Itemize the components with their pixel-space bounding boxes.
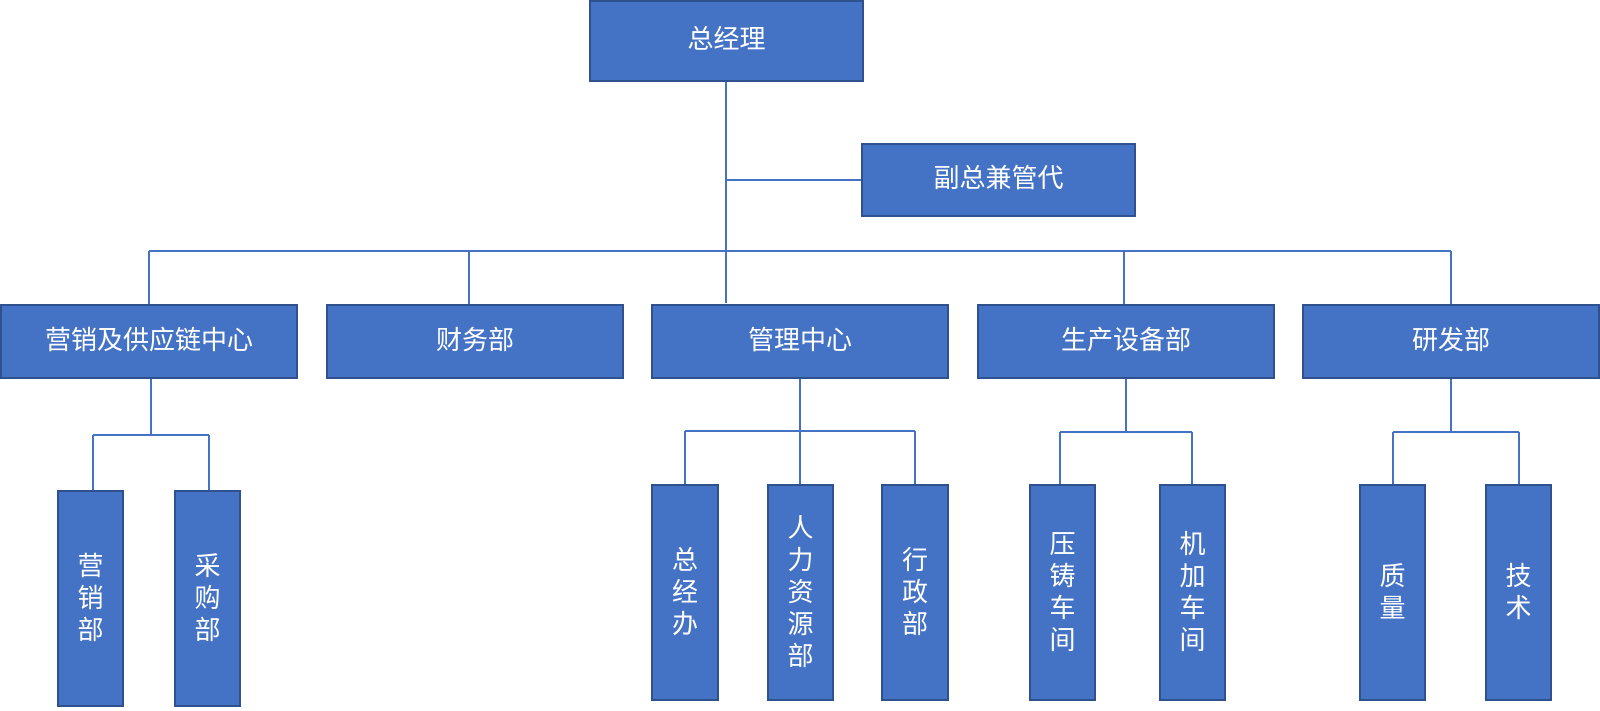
node-admin[interactable]: 行政部 (881, 484, 949, 701)
node-quality-label: 质量 (1379, 561, 1406, 624)
node-machining-workshop-label: 机加车间 (1179, 529, 1206, 656)
node-rnd-label: 研发部 (1411, 325, 1490, 356)
node-management-center-label: 管理中心 (747, 325, 852, 356)
node-die-casting-workshop-label: 压铸车间 (1049, 529, 1076, 656)
node-production-equipment-label: 生产设备部 (1060, 325, 1191, 356)
node-finance-label: 财务部 (435, 325, 514, 356)
node-marketing-supply-center[interactable]: 营销及供应链中心 (0, 304, 298, 379)
node-general-manager[interactable]: 总经理 (589, 0, 864, 82)
node-gm-office[interactable]: 总经办 (651, 484, 719, 701)
node-management-center[interactable]: 管理中心 (651, 304, 949, 379)
node-technology-label: 技术 (1505, 561, 1532, 624)
node-rnd[interactable]: 研发部 (1302, 304, 1600, 379)
node-sales-label: 营销部 (77, 551, 104, 646)
node-die-casting-workshop[interactable]: 压铸车间 (1029, 484, 1096, 701)
node-deputy-manager-label: 副总兼管代 (933, 164, 1064, 195)
node-sales[interactable]: 营销部 (57, 490, 124, 707)
node-production-equipment[interactable]: 生产设备部 (977, 304, 1275, 379)
node-purchasing-label: 采购部 (194, 551, 221, 646)
node-gm-office-label: 总经办 (671, 545, 698, 640)
node-machining-workshop[interactable]: 机加车间 (1159, 484, 1226, 701)
node-marketing-supply-center-label: 营销及供应链中心 (44, 325, 253, 356)
node-admin-label: 行政部 (901, 545, 928, 640)
node-finance[interactable]: 财务部 (326, 304, 624, 379)
node-general-manager-label: 总经理 (687, 25, 766, 56)
node-quality[interactable]: 质量 (1359, 484, 1426, 701)
node-purchasing[interactable]: 采购部 (174, 490, 241, 707)
node-hr[interactable]: 人力资源部 (767, 484, 834, 701)
node-technology[interactable]: 技术 (1485, 484, 1552, 701)
node-deputy-manager[interactable]: 副总兼管代 (861, 143, 1136, 217)
node-hr-label: 人力资源部 (787, 513, 814, 672)
